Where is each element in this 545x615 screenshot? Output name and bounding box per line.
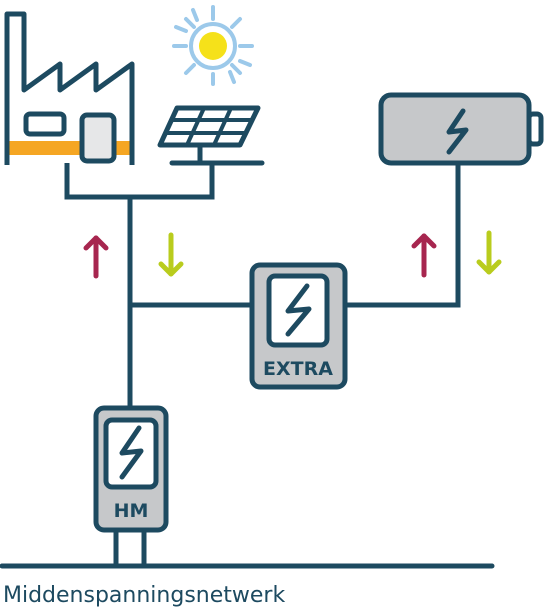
battery-icon (378, 92, 544, 166)
connection-lines (64, 163, 461, 566)
arrow-down-icon (476, 230, 502, 275)
arrow-up-icon (411, 233, 437, 278)
meter-hm: HM (93, 405, 169, 533)
lightning-bolt-icon (285, 283, 312, 337)
factory-icon (4, 11, 135, 165)
lightning-bolt-icon (446, 108, 469, 155)
solar-panel-icon (157, 105, 265, 166)
meter-extra-label: EXTRA (263, 358, 333, 380)
meter-hm-label: HM (114, 500, 149, 522)
sun-icon (172, 5, 254, 86)
meter-extra: EXTRA (249, 262, 348, 390)
arrow-up-icon (83, 235, 109, 279)
arrow-down-icon (158, 232, 184, 277)
grid-label: Middenspanningsnetwerk (3, 583, 285, 608)
lightning-bolt-icon (119, 425, 144, 480)
